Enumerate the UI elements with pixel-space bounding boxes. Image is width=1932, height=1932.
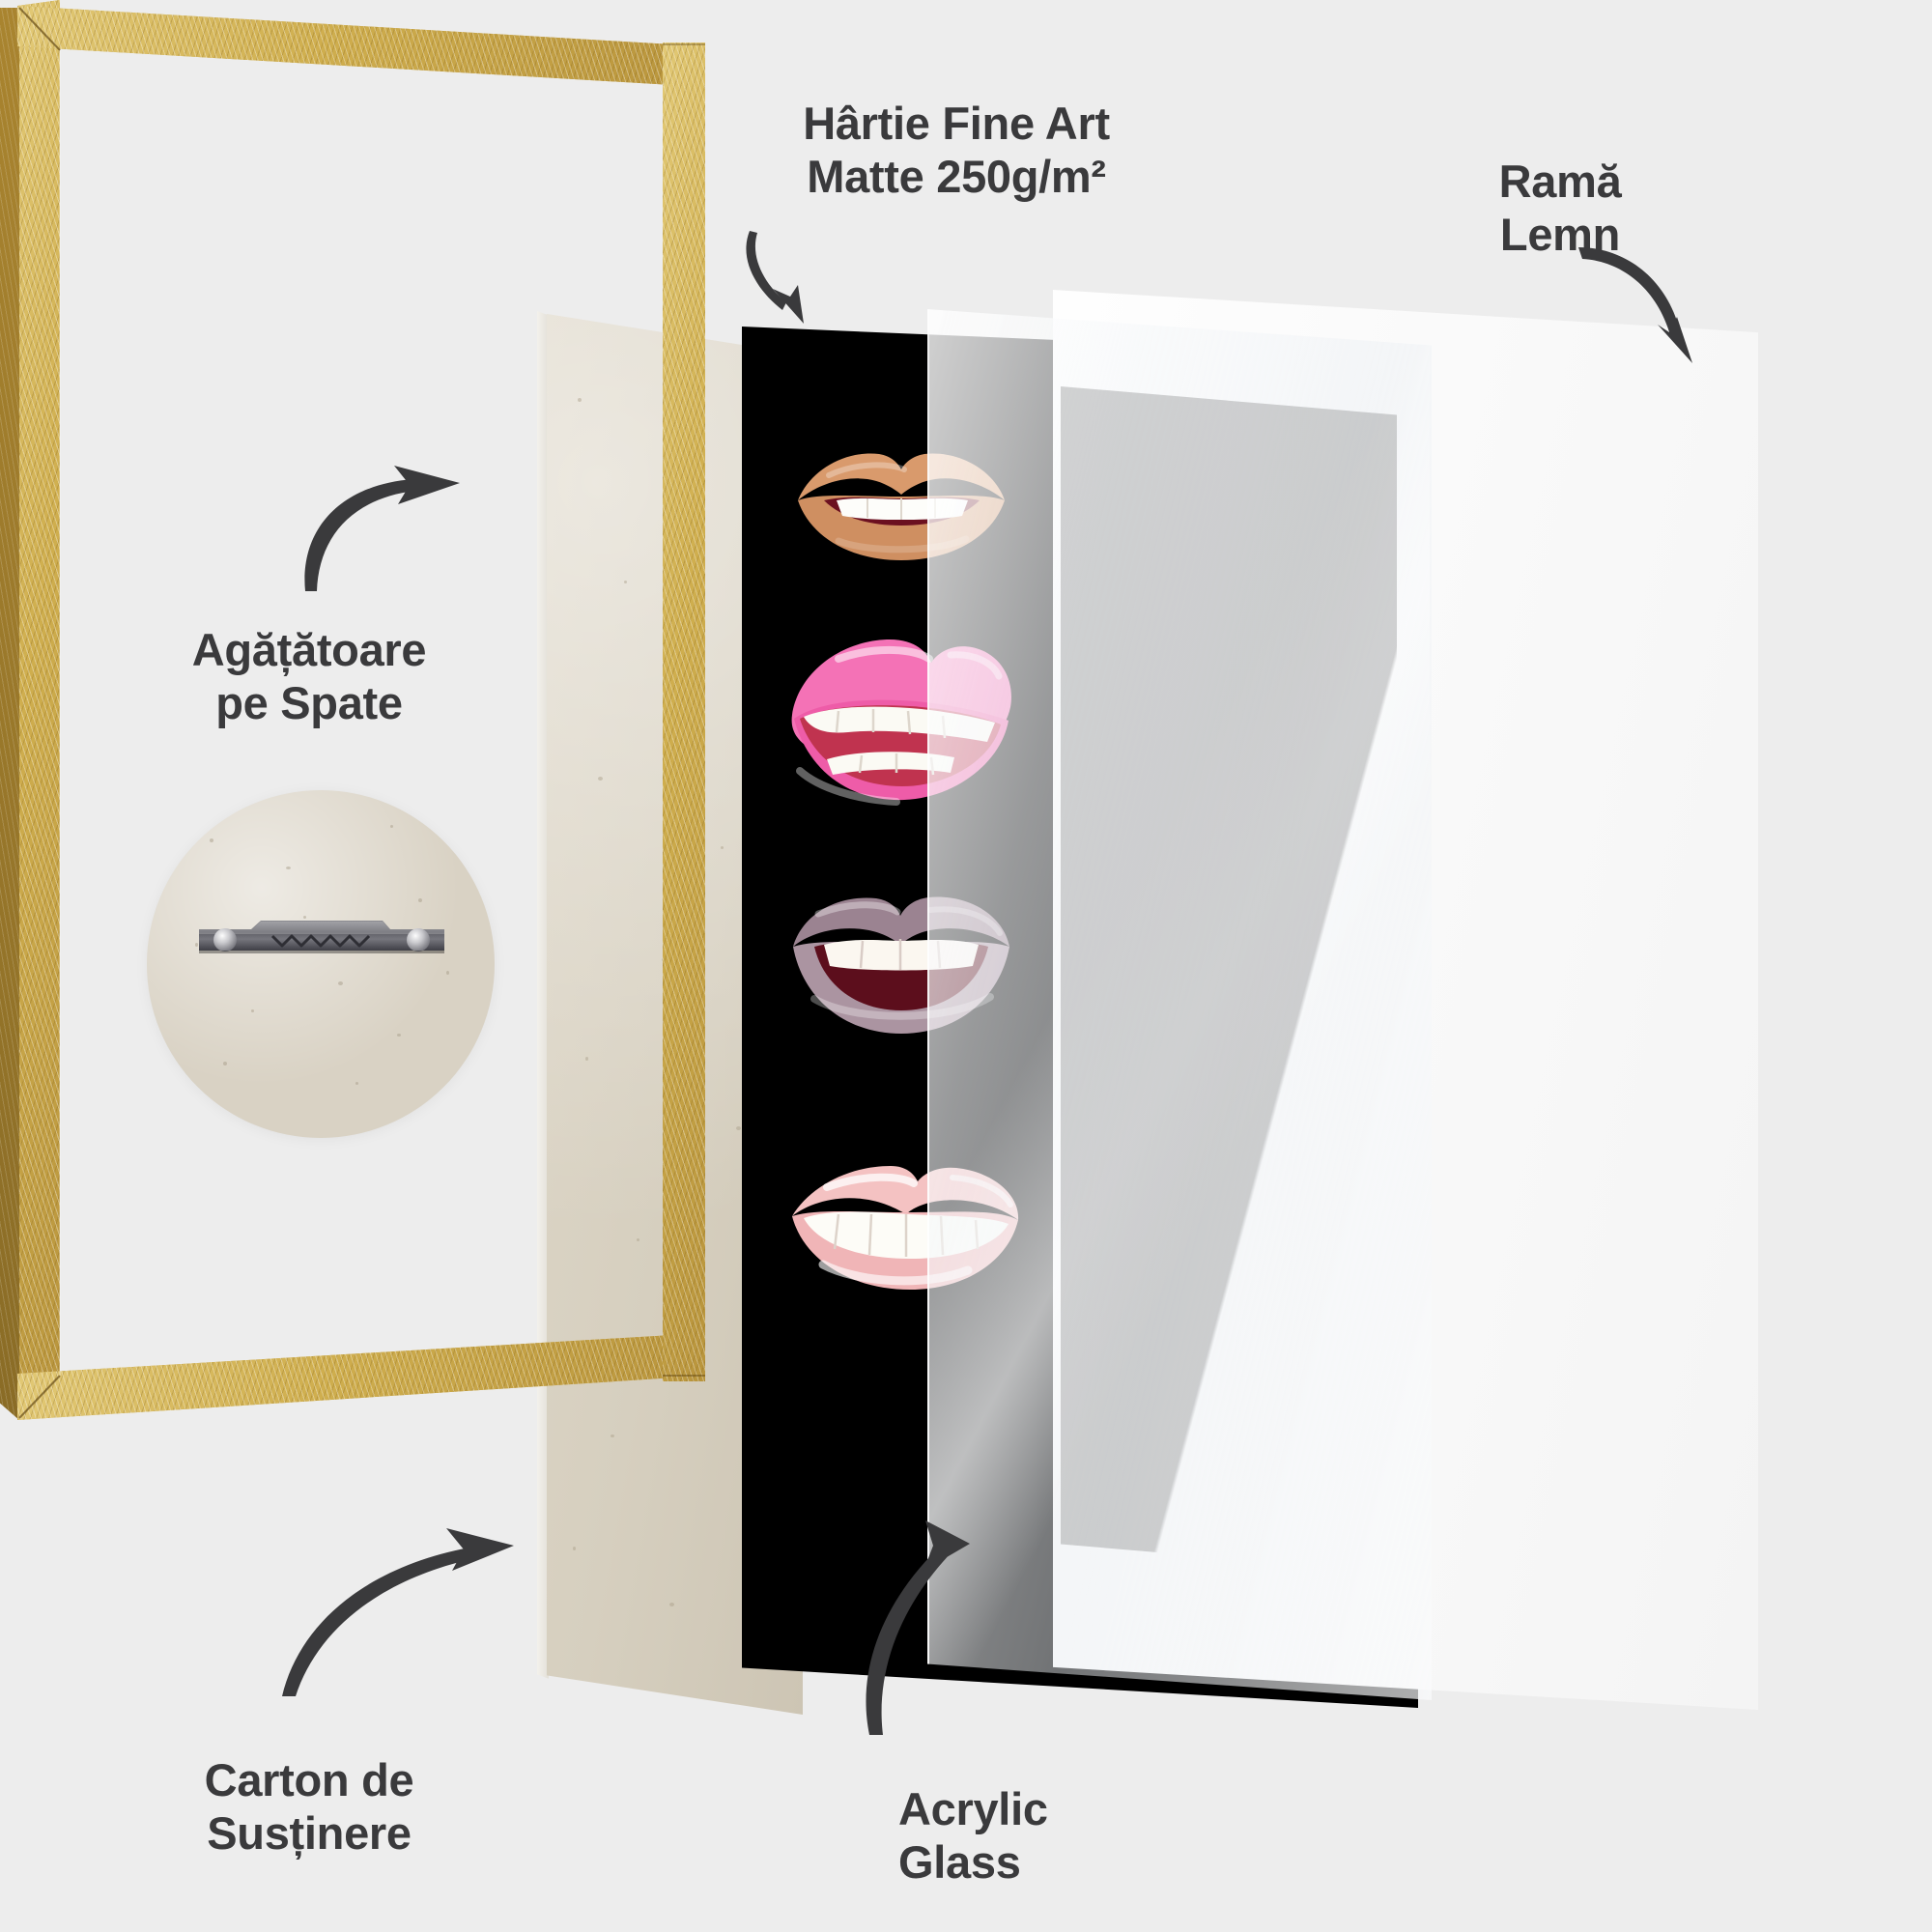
label-acrylic-glass: Acrylic Glass [898, 1783, 1048, 1889]
acrylic-glass-panel [927, 309, 1432, 1700]
frame-left-edge [0, 8, 19, 1420]
wooden-frame [0, 0, 705, 1420]
frame-left-rail [17, 0, 60, 1420]
arrow-to-paper [744, 227, 879, 333]
backing-board-edge [537, 311, 549, 1679]
arrow-to-backing-bottom [270, 1507, 580, 1700]
hanger-detail-circle [147, 790, 495, 1138]
sawtooth-hanger-icon [199, 921, 444, 953]
label-wooden-frame: Ramă Lemn [1498, 156, 1622, 261]
label-back-hanger: Agățătoare pe Spate [191, 624, 427, 729]
label-fine-art-paper: Hârtie Fine Art Matte 250g/m² [803, 98, 1110, 203]
label-backing-board: Carton de Susținere [204, 1754, 414, 1860]
frame-right-rail [663, 43, 705, 1381]
frame-miter-lines [18, 7, 705, 1419]
